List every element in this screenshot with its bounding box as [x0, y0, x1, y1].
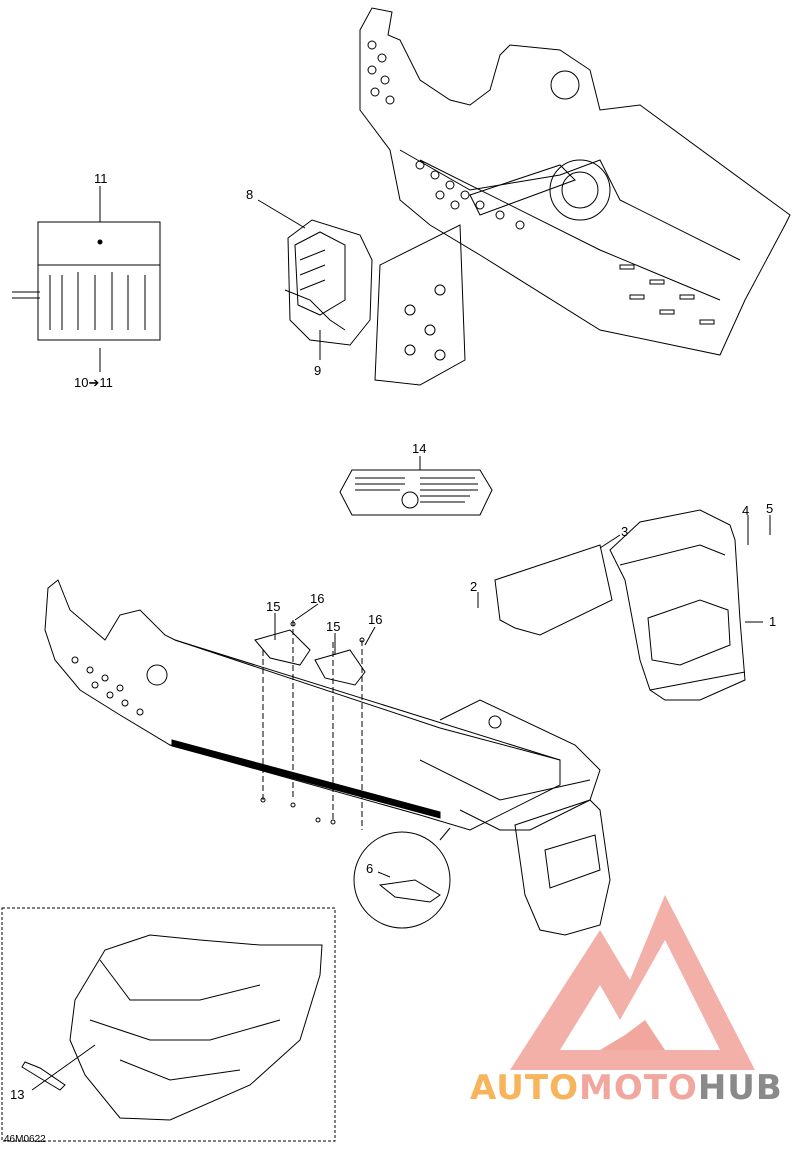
watermark: AUTOMOTOHUB	[470, 1068, 783, 1108]
callout-10-to-11: 10➔11	[74, 375, 113, 390]
callout-14: 14	[412, 441, 427, 456]
watermark-moto: MOTO	[578, 1068, 698, 1108]
callout-13: 13	[10, 1087, 25, 1102]
callout-4: 4	[742, 503, 750, 518]
callout-3: 3	[621, 524, 629, 539]
callout-15-a: 15	[266, 599, 281, 614]
callout-1: 1	[769, 614, 777, 629]
callout-16-a: 16	[310, 591, 325, 606]
watermark-hub: HUB	[697, 1068, 783, 1108]
label-icon	[339, 469, 493, 516]
logo-icon	[510, 895, 755, 1070]
detail-circle-icon	[353, 827, 451, 929]
plate-icon	[494, 544, 613, 636]
toolkit-icon	[12, 221, 161, 341]
callout-2: 2	[470, 579, 478, 594]
callout-15-b: 15	[326, 619, 341, 634]
upper-frame-icon	[359, 7, 791, 386]
callout-11: 11	[94, 171, 108, 186]
bumper-bracket-icon	[284, 219, 373, 346]
lower-tunnel-icon	[44, 579, 601, 831]
bracket-icon	[254, 620, 366, 830]
bag-icon	[1, 907, 336, 1142]
watermark-auto: AUTO	[470, 1068, 579, 1108]
callout-8: 8	[246, 187, 254, 202]
callout-5: 5	[766, 501, 774, 516]
callout-16-b: 16	[368, 612, 383, 627]
diagram-code: 46M0622	[4, 1134, 46, 1145]
callout-9: 9	[314, 363, 322, 378]
callout-6: 6	[366, 861, 374, 876]
rear-snowflap-icon	[609, 509, 746, 701]
lower-snowflap-icon	[514, 799, 611, 936]
leader-lines	[31, 186, 771, 1091]
